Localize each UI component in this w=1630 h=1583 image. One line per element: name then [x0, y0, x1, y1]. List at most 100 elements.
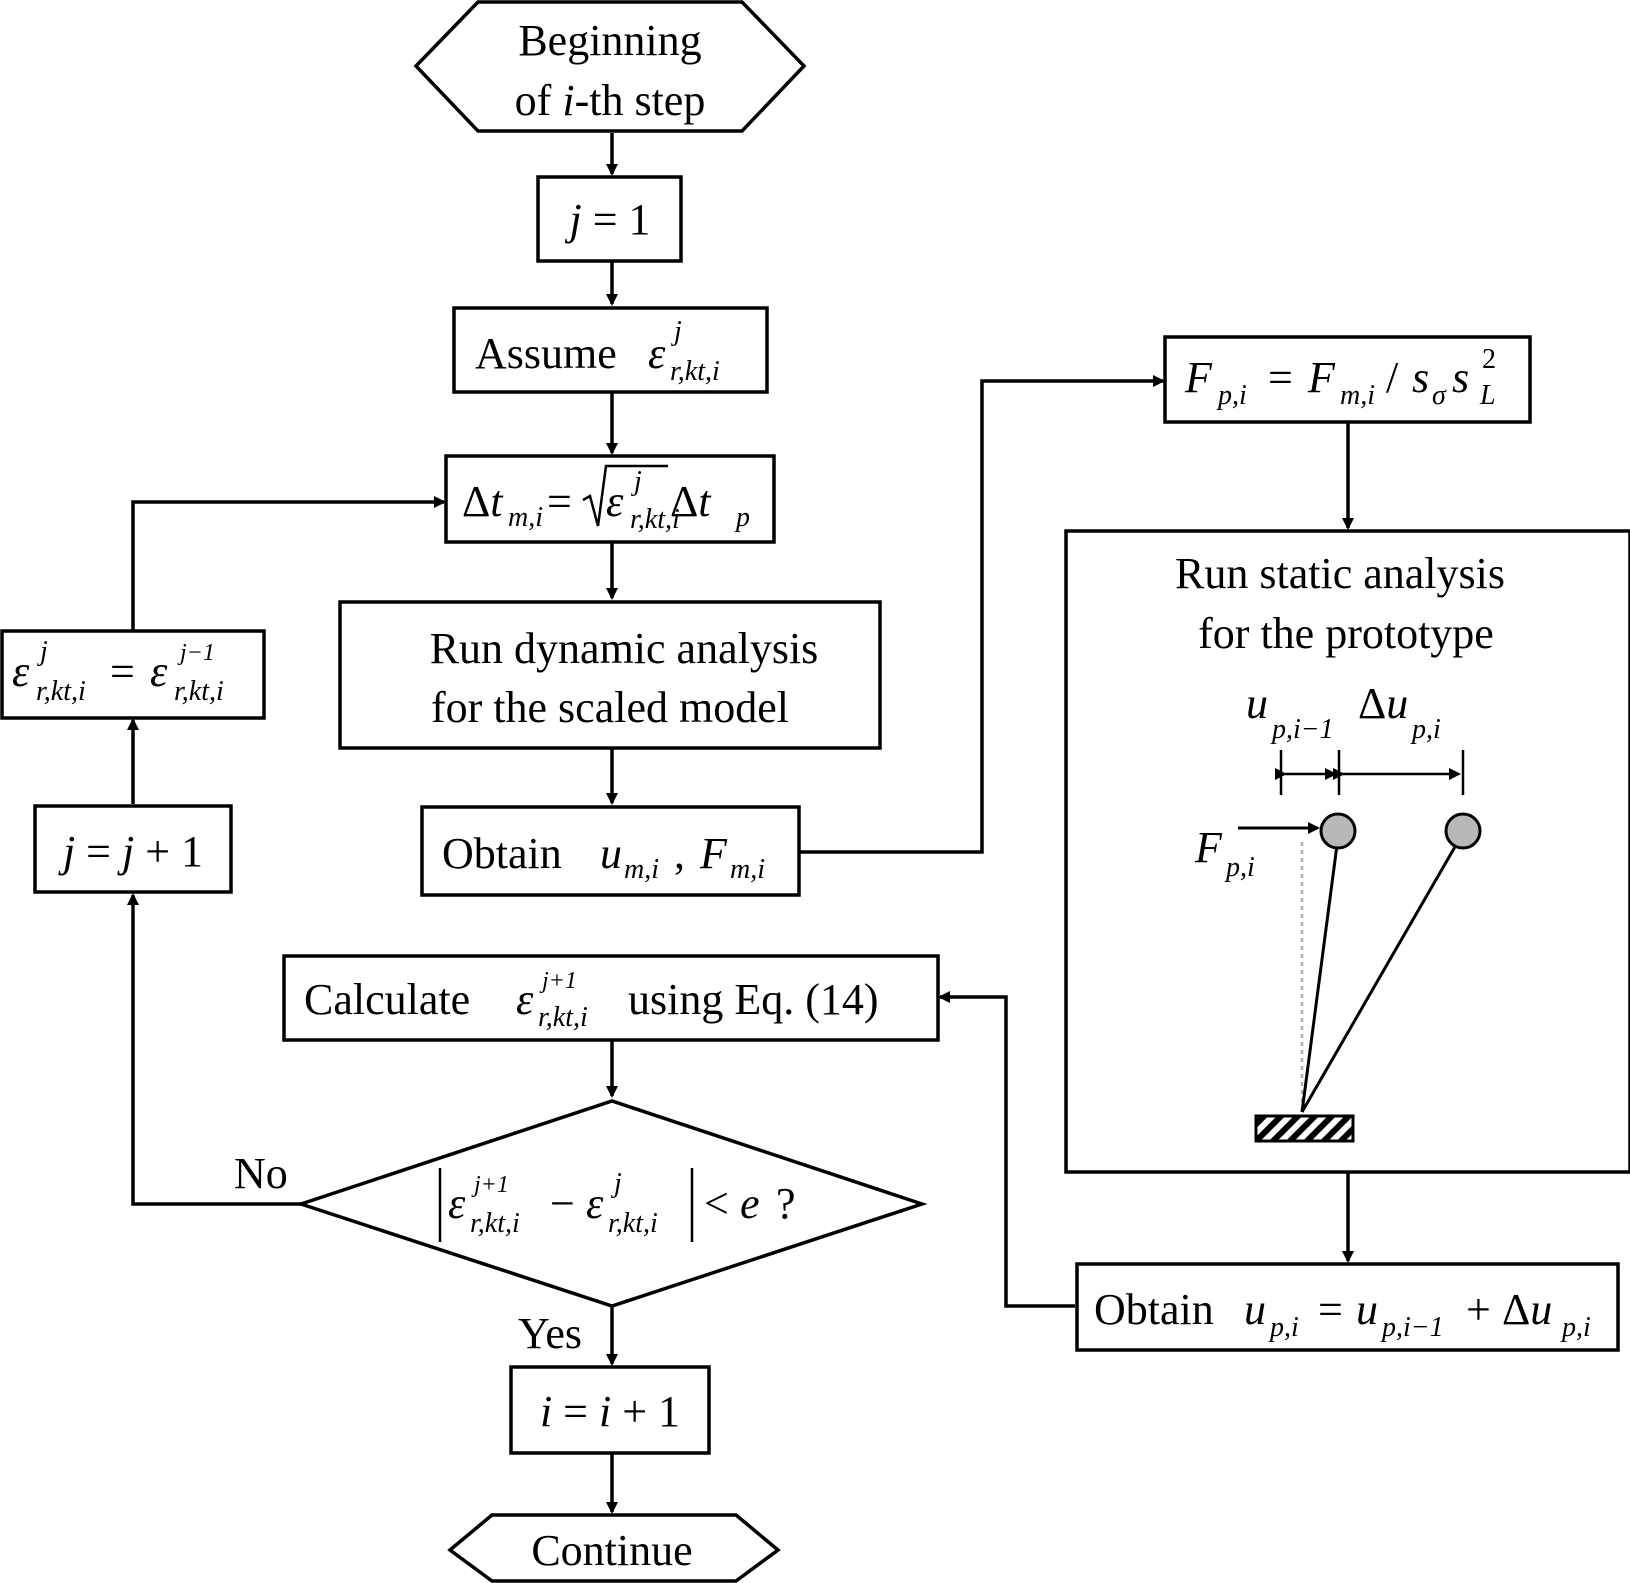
decision-eps2: ε	[586, 1179, 604, 1228]
force-sup-2: 2	[1482, 344, 1496, 375]
obtain-p-delta: Δu	[1502, 1285, 1552, 1334]
start-line2: of i-th step	[515, 76, 706, 125]
dt-node: Δt m,i = ε j r,kt,i Δt p	[444, 454, 776, 544]
update-node: ε j r,kt,i = ε j−1 r,kt,i	[0, 629, 266, 720]
arrow-obtainp-to-calc	[938, 991, 1075, 1308]
dt-epsilon: ε	[606, 477, 624, 526]
update-eps2: ε	[150, 647, 168, 696]
update-eq: =	[110, 647, 135, 696]
force-node: F p,i = F m,i / s σ s 2 L	[1163, 335, 1532, 424]
fixed-support-icon	[1254, 1114, 1355, 1143]
start-line1: Beginning	[518, 16, 701, 65]
decision-eps1: ε	[448, 1179, 466, 1228]
force-s2: s	[1452, 353, 1469, 402]
sketch-du: Δu	[1358, 679, 1408, 728]
force-s1: s	[1412, 353, 1429, 402]
arrow-obtain-to-force	[799, 375, 1165, 854]
decision-minus: −	[550, 1179, 575, 1228]
assume-sub: r,kt,i	[670, 356, 720, 387]
obtain-m-u: u	[600, 829, 622, 878]
sqrt-sign	[582, 464, 668, 527]
sketch-force: F	[1194, 823, 1223, 872]
obtain-p-u2: u	[1356, 1285, 1378, 1334]
dynamic-line2: for the scaled model	[431, 683, 789, 732]
obtain-m-u-sub: m,i	[624, 854, 659, 885]
update-sup1: j	[37, 636, 48, 667]
force-f: F	[1184, 353, 1213, 402]
assume-epsilon: ε	[648, 329, 666, 378]
column-line-deformed	[1300, 844, 1458, 1113]
force-sub-sigma: σ	[1432, 380, 1447, 411]
static-node: Run static analysis for the prototype u …	[1064, 529, 1630, 1174]
j-inc-text: j = j + 1	[58, 827, 203, 876]
label-no: No	[234, 1149, 288, 1198]
sketch-force-sub: p,i	[1224, 852, 1255, 883]
assume-sup: j	[671, 316, 682, 347]
obtain-p-plus: +	[1466, 1285, 1491, 1334]
end-text: Continue	[531, 1526, 692, 1575]
label-yes: Yes	[518, 1309, 582, 1358]
dt-eq: =	[547, 477, 572, 526]
j-init-text: j = 1	[564, 195, 650, 244]
sketch-u-prev: u	[1246, 679, 1268, 728]
i-inc-node: i = i + 1	[509, 1365, 711, 1455]
update-sub2: r,kt,i	[174, 676, 224, 707]
i-inc-text: i = i + 1	[540, 1387, 680, 1436]
obtain-p-label: Obtain	[1094, 1285, 1214, 1334]
connectors	[127, 133, 1354, 1514]
assume-node: Assume ε j r,kt,i	[452, 306, 769, 394]
sketch-u-prev-sub: p,i−1	[1270, 714, 1334, 745]
decision-q: ?	[776, 1179, 796, 1228]
obtain-p-eq: =	[1318, 1285, 1343, 1334]
sketch-du-sub: p,i	[1410, 714, 1441, 745]
arrow-decision-no-to-jinc	[127, 893, 301, 1206]
decision-lt: <	[704, 1179, 729, 1228]
static-line2: for the prototype	[1198, 609, 1494, 658]
calc-label2: using Eq. (14)	[628, 975, 879, 1024]
dynamic-line1: Run dynamic analysis	[430, 624, 819, 673]
decision-sup2: j	[611, 1168, 622, 1199]
dt-delta: Δt	[462, 477, 504, 526]
obtain-m-f: F	[699, 829, 728, 878]
mass-ball-deformed-icon	[1444, 812, 1482, 850]
force-sub-p: p,i	[1216, 380, 1247, 411]
dt-delta2: Δt	[670, 477, 712, 526]
obtain-m-f-sub: m,i	[730, 854, 765, 885]
obtain-p-sub2: p,i−1	[1380, 1312, 1444, 1343]
decision-sub1: r,kt,i	[470, 1208, 520, 1239]
dt-sub-p: p	[734, 502, 750, 533]
update-sup2: j−1	[177, 640, 215, 666]
calc-sub: r,kt,i	[538, 1002, 588, 1033]
calc-label1: Calculate	[304, 975, 470, 1024]
calc-node: Calculate ε j+1 r,kt,i using Eq. (14)	[282, 954, 940, 1042]
force-slash: /	[1386, 353, 1399, 402]
static-line1: Run static analysis	[1175, 549, 1505, 598]
end-node: Continue	[447, 1513, 781, 1583]
obtain-p-node: Obtain u p,i = u p,i−1 + Δu p,i	[1075, 1262, 1620, 1352]
dt-sub-m: m,i	[508, 502, 543, 533]
calc-sup: j+1	[539, 968, 577, 994]
obtain-p-sub3: p,i	[1560, 1312, 1591, 1343]
decision-node: ε j+1 r,kt,i − ε j r,kt,i < e ?	[295, 1099, 928, 1308]
column-line-prev	[1300, 844, 1339, 1113]
obtain-m-node: Obtain u m,i , F m,i	[420, 805, 801, 897]
update-eps1: ε	[12, 647, 30, 696]
force-sub-m: m,i	[1340, 380, 1375, 411]
j-inc-node: j = j + 1	[33, 804, 233, 894]
mass-ball-prev-icon	[1319, 812, 1357, 850]
update-sub1: r,kt,i	[36, 676, 86, 707]
assume-label: Assume	[475, 329, 617, 378]
force-sub-L: L	[1479, 380, 1496, 411]
dt-sup: j	[631, 466, 642, 497]
obtain-p-sub1: p,i	[1268, 1312, 1299, 1343]
decision-sup1: j+1	[471, 1172, 509, 1198]
decision-e: e	[740, 1179, 760, 1228]
arrow-update-to-dt	[131, 496, 446, 630]
force-f2: F	[1307, 353, 1336, 402]
dynamic-node: Run dynamic analysis for the scaled mode…	[338, 600, 882, 750]
j-init-node: j = 1	[536, 175, 683, 263]
start-node: Beginning of i-th step	[413, 0, 807, 133]
calc-epsilon: ε	[516, 975, 534, 1024]
decision-sub2: r,kt,i	[608, 1208, 658, 1239]
